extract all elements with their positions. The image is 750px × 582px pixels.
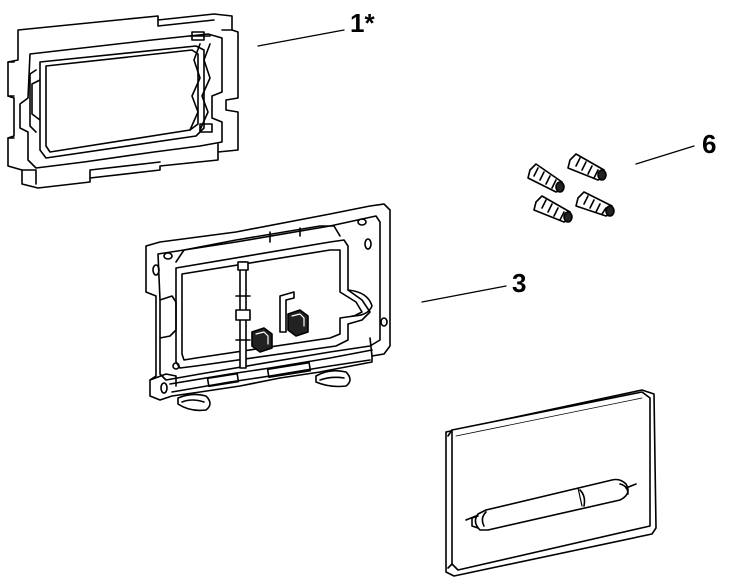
wall-plug-2 (567, 153, 607, 181)
wall-plug-3 (533, 195, 573, 223)
callout-label-part-3: 3 (512, 268, 527, 298)
part-6-wall-plugs (527, 153, 615, 223)
leader-line-6 (635, 145, 695, 165)
callout-label-part-1: 1* (350, 8, 375, 38)
leader-line-1 (257, 29, 345, 47)
part-1-protective-frame (7, 13, 239, 189)
callout-label-part-6: 6 (702, 129, 717, 159)
wall-plug-1 (527, 163, 565, 193)
part-3-mounting-frame (145, 203, 391, 412)
wall-plug-4 (575, 191, 615, 217)
leader-line-3 (421, 285, 507, 303)
actuator-flush-plate (445, 389, 657, 577)
